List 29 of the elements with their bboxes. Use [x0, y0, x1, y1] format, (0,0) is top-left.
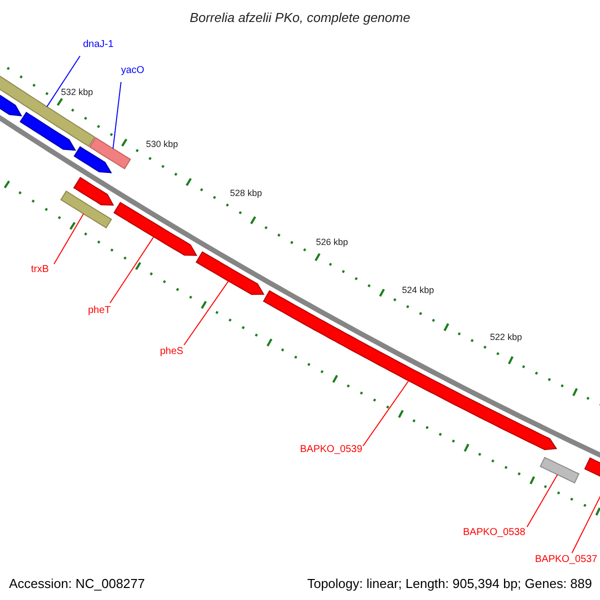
gene-label: dnaJ-1	[83, 40, 114, 50]
footer-text: Accession: NC_008277	[9, 577, 145, 590]
leader-line	[110, 236, 154, 304]
scale-label: 526 kbp	[316, 238, 348, 247]
scale-label: 530 kbp	[146, 140, 178, 149]
footer-text: Topology: linear; Length: 905,394 bp; Genes: 889	[307, 577, 592, 590]
leader-line	[112, 82, 122, 150]
gene-label: BAPKO_0537	[535, 555, 598, 565]
gene-bar	[540, 456, 580, 484]
gene-label: BAPKO_0538	[463, 528, 526, 538]
title: Borrelia afzelii PKo, complete genome	[188, 11, 412, 24]
gene-label: trxB	[31, 265, 49, 275]
gene-bar	[0, 75, 96, 147]
gene-bar	[89, 137, 132, 170]
gene-label: pheT	[88, 306, 111, 316]
gene-label: yacO	[121, 66, 144, 76]
gene-label: BAPKO_0539	[300, 445, 362, 455]
scale-label: 532 kbp	[61, 88, 94, 97]
gene-block	[196, 251, 264, 295]
gene-label: pheS	[160, 347, 184, 357]
scale-label: 528 kbp	[230, 189, 262, 198]
leader-line	[362, 380, 410, 446]
gene-block	[113, 202, 198, 256]
leader-line	[184, 280, 229, 346]
scale-label: 524 kbp	[402, 286, 434, 295]
scale-label: 522 kbp	[490, 333, 522, 342]
leader-line	[46, 56, 80, 108]
leader-line	[54, 213, 84, 264]
gene-bar	[60, 190, 112, 228]
